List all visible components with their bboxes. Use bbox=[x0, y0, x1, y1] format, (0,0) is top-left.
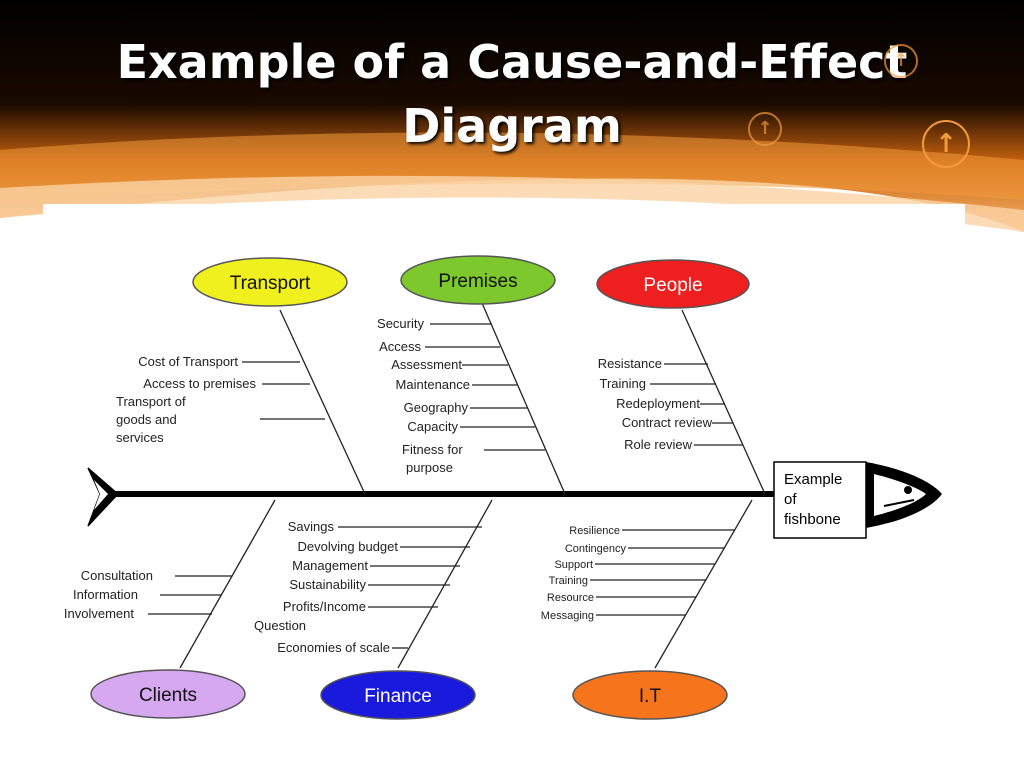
cause-label: Resilience bbox=[569, 525, 620, 537]
cause-label: Capacity bbox=[407, 419, 458, 434]
effect-box bbox=[773, 461, 867, 539]
bone-transport bbox=[279, 309, 366, 495]
category-label: Transport bbox=[230, 273, 311, 294]
category-label: I.T bbox=[639, 686, 662, 707]
cause-label: Contingency bbox=[565, 543, 627, 555]
category-people: People bbox=[596, 259, 750, 309]
bone-it bbox=[654, 499, 753, 669]
cause-label: Devolving budget bbox=[298, 539, 399, 554]
category-label: Clients bbox=[139, 685, 197, 706]
cause-label: Management bbox=[292, 558, 368, 573]
title-line-2: Diagram bbox=[402, 99, 622, 153]
cause-label: Profits/Income bbox=[283, 599, 366, 614]
cause-label: services bbox=[116, 430, 164, 445]
effect-line-3: fishbone bbox=[784, 511, 841, 528]
effect-line-1: Example bbox=[784, 471, 842, 488]
cause-label: Question bbox=[254, 618, 306, 633]
bone-finance bbox=[397, 499, 493, 669]
cause-label: Transport of bbox=[116, 394, 186, 409]
title-line-1: Example of a Cause-and-Effect bbox=[116, 35, 908, 89]
cause-label: Information bbox=[73, 587, 138, 602]
up-arrow-icon[interactable]: ↑ bbox=[748, 112, 782, 146]
cause-label: Involvement bbox=[64, 606, 134, 621]
cause-label: Economies of scale bbox=[277, 640, 390, 655]
category-transport: Transport bbox=[192, 257, 348, 307]
cause-label: Maintenance bbox=[396, 377, 470, 392]
cause-label: Cost of Transport bbox=[138, 354, 238, 369]
category-label: Finance bbox=[364, 686, 432, 707]
title-banner bbox=[0, 0, 1024, 240]
cause-label: Messaging bbox=[541, 610, 594, 622]
cause-label: Savings bbox=[288, 519, 335, 534]
cause-label: Role review bbox=[624, 437, 693, 452]
bone-clients bbox=[179, 499, 276, 669]
cause-label: Consultation bbox=[81, 568, 153, 583]
causes-clients: Consultation Information Involvement bbox=[64, 568, 153, 621]
cause-label: goods and bbox=[116, 412, 177, 427]
cause-label: Resistance bbox=[598, 356, 662, 371]
category-label: People bbox=[643, 275, 702, 296]
category-premises: Premises bbox=[400, 255, 556, 305]
slide-title: Example of a Cause-and-Effect Diagram bbox=[0, 30, 1024, 158]
cause-label: Access bbox=[379, 339, 421, 354]
cause-label: Support bbox=[554, 559, 593, 571]
fish-head bbox=[866, 462, 942, 528]
causes-it: Resilience Contingency Support Training … bbox=[541, 525, 627, 622]
causes-premises: Security Access Assessment Maintenance G… bbox=[377, 316, 470, 475]
category-clients: Clients bbox=[90, 669, 246, 719]
up-arrow-icon[interactable]: ↑ bbox=[922, 120, 970, 168]
causes-people: Resistance Training Redeployment Contrac… bbox=[598, 356, 713, 452]
cause-label: Access to premises bbox=[143, 376, 256, 391]
cause-label: Resource bbox=[547, 592, 594, 604]
category-label: Premises bbox=[438, 271, 517, 292]
cause-label: Assessment bbox=[391, 357, 462, 372]
causes-transport: Cost of Transport Access to premises Tra… bbox=[116, 354, 256, 445]
cause-label: Contract review bbox=[622, 415, 713, 430]
cause-label: Security bbox=[377, 316, 424, 331]
category-it: I.T bbox=[572, 670, 728, 720]
category-finance: Finance bbox=[320, 670, 476, 720]
cause-label: purpose bbox=[406, 460, 453, 475]
bone-premises bbox=[481, 302, 566, 495]
effect-line-2: of bbox=[784, 491, 797, 508]
bone-people bbox=[681, 309, 766, 495]
cause-label: Training bbox=[600, 376, 646, 391]
causes-finance: Savings Devolving budget Management Sust… bbox=[254, 519, 398, 655]
cause-label: Training bbox=[549, 575, 588, 587]
cause-label: Redeployment bbox=[616, 396, 700, 411]
cause-label: Fitness for bbox=[402, 442, 463, 457]
cause-label: Sustainability bbox=[289, 577, 366, 592]
cause-label: Geography bbox=[404, 400, 469, 415]
up-arrow-icon[interactable]: ↑ bbox=[884, 44, 918, 78]
